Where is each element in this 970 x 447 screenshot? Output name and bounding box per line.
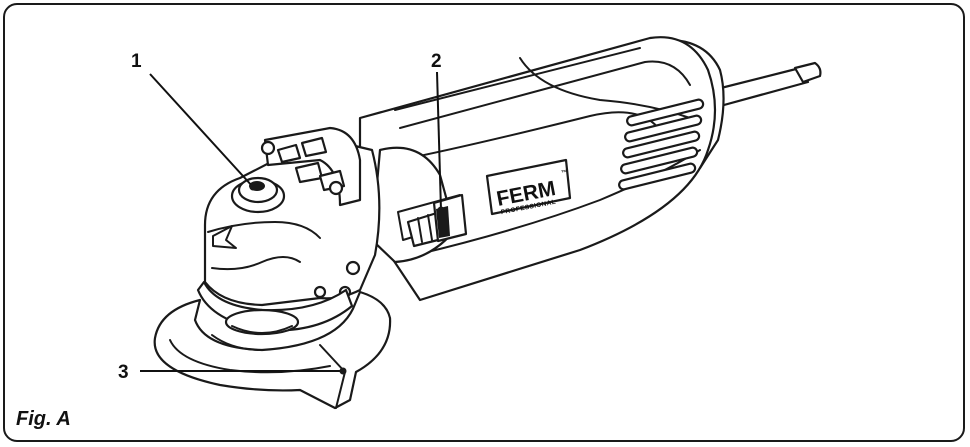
gear-head [203,126,381,307]
figure-label: Fig. A [16,408,71,430]
brand-trademark: ™ [561,169,569,177]
callout-2: 2 [431,51,442,72]
spindle-flange [224,308,300,336]
on-off-switch [432,193,468,243]
callout-1: 1 [131,51,142,72]
leader-lines [140,71,445,375]
ventilation-slots [618,98,705,191]
figure-frame [3,3,965,442]
callout-3: 3 [118,362,129,383]
brand-plate: FERM PROFESSIONAL ™ [485,158,572,216]
leader-line-1 [149,73,254,188]
spindle-lock-button [230,176,286,214]
leader-line-2 [436,71,442,211]
